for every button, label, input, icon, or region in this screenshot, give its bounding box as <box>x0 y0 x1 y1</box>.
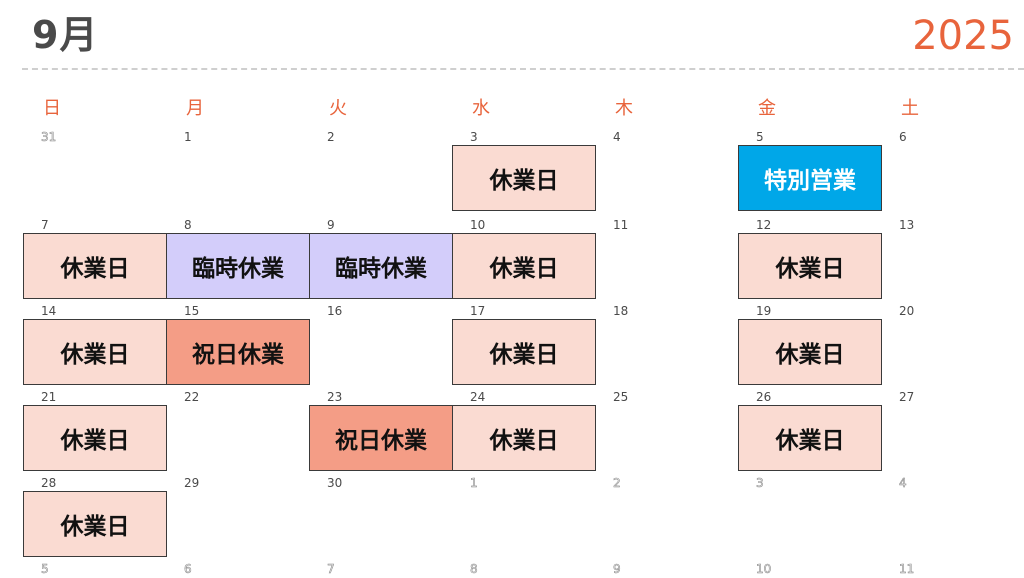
day-number: 14 <box>41 304 57 318</box>
day-number: 26 <box>756 390 772 404</box>
header-divider <box>22 68 1024 70</box>
public-holiday-event[interactable]: 祝日休業 <box>166 319 310 385</box>
weekday-sun: 日 <box>43 98 61 119</box>
day-number: 3 <box>470 130 478 144</box>
day-number: 5 <box>41 562 49 577</box>
day-number: 27 <box>899 390 915 404</box>
holiday-event[interactable]: 休業日 <box>452 319 596 385</box>
day-number: 9 <box>613 562 621 577</box>
holiday-event[interactable]: 休業日 <box>738 233 882 299</box>
day-number: 6 <box>184 562 192 577</box>
day-number: 3 <box>756 476 764 491</box>
weekday-thu: 木 <box>615 98 633 119</box>
day-number: 8 <box>470 562 478 577</box>
temporary-closure-event[interactable]: 臨時休業 <box>166 233 310 299</box>
day-number: 10 <box>756 562 772 577</box>
day-number: 13 <box>899 218 915 232</box>
day-number: 4 <box>613 130 621 144</box>
year-title: 2025 <box>912 13 1014 59</box>
day-number: 8 <box>184 218 192 232</box>
month-title: 9月 <box>32 13 99 57</box>
weekday-wed: 水 <box>472 98 490 119</box>
day-number: 1 <box>470 476 478 491</box>
day-number: 25 <box>613 390 629 404</box>
day-number: 20 <box>899 304 915 318</box>
holiday-event[interactable]: 休業日 <box>23 491 167 557</box>
day-number: 12 <box>756 218 772 232</box>
day-number: 9 <box>327 218 335 232</box>
day-number: 2 <box>613 476 621 491</box>
holiday-event[interactable]: 休業日 <box>23 405 167 471</box>
day-number: 1 <box>184 130 192 144</box>
temporary-closure-event[interactable]: 臨時休業 <box>309 233 453 299</box>
holiday-event[interactable]: 休業日 <box>452 145 596 211</box>
day-number: 5 <box>756 130 764 144</box>
day-number: 16 <box>327 304 343 318</box>
day-number: 10 <box>470 218 486 232</box>
day-number: 30 <box>327 476 343 490</box>
holiday-event[interactable]: 休業日 <box>738 319 882 385</box>
holiday-event[interactable]: 休業日 <box>738 405 882 471</box>
day-number: 15 <box>184 304 200 318</box>
day-number: 7 <box>41 218 49 232</box>
day-number: 6 <box>899 130 907 144</box>
day-number: 22 <box>184 390 200 404</box>
day-number: 31 <box>41 130 57 145</box>
day-number: 4 <box>899 476 907 491</box>
holiday-event[interactable]: 休業日 <box>452 405 596 471</box>
day-number: 29 <box>184 476 200 490</box>
day-number: 11 <box>613 218 629 232</box>
day-number: 7 <box>327 562 335 577</box>
special-opening-event[interactable]: 特別営業 <box>738 145 882 211</box>
weekday-mon: 月 <box>186 98 204 119</box>
day-number: 11 <box>899 562 915 577</box>
day-number: 18 <box>613 304 629 318</box>
holiday-event[interactable]: 休業日 <box>23 233 167 299</box>
holiday-event[interactable]: 休業日 <box>23 319 167 385</box>
holiday-event[interactable]: 休業日 <box>452 233 596 299</box>
day-number: 17 <box>470 304 486 318</box>
day-number: 24 <box>470 390 486 404</box>
public-holiday-event[interactable]: 祝日休業 <box>309 405 453 471</box>
day-number: 2 <box>327 130 335 144</box>
day-number: 23 <box>327 390 343 404</box>
day-number: 21 <box>41 390 57 404</box>
weekday-fri: 金 <box>758 98 776 119</box>
weekday-sat: 土 <box>901 98 919 119</box>
day-number: 19 <box>756 304 772 318</box>
weekday-tue: 火 <box>329 98 347 119</box>
day-number: 28 <box>41 476 57 490</box>
